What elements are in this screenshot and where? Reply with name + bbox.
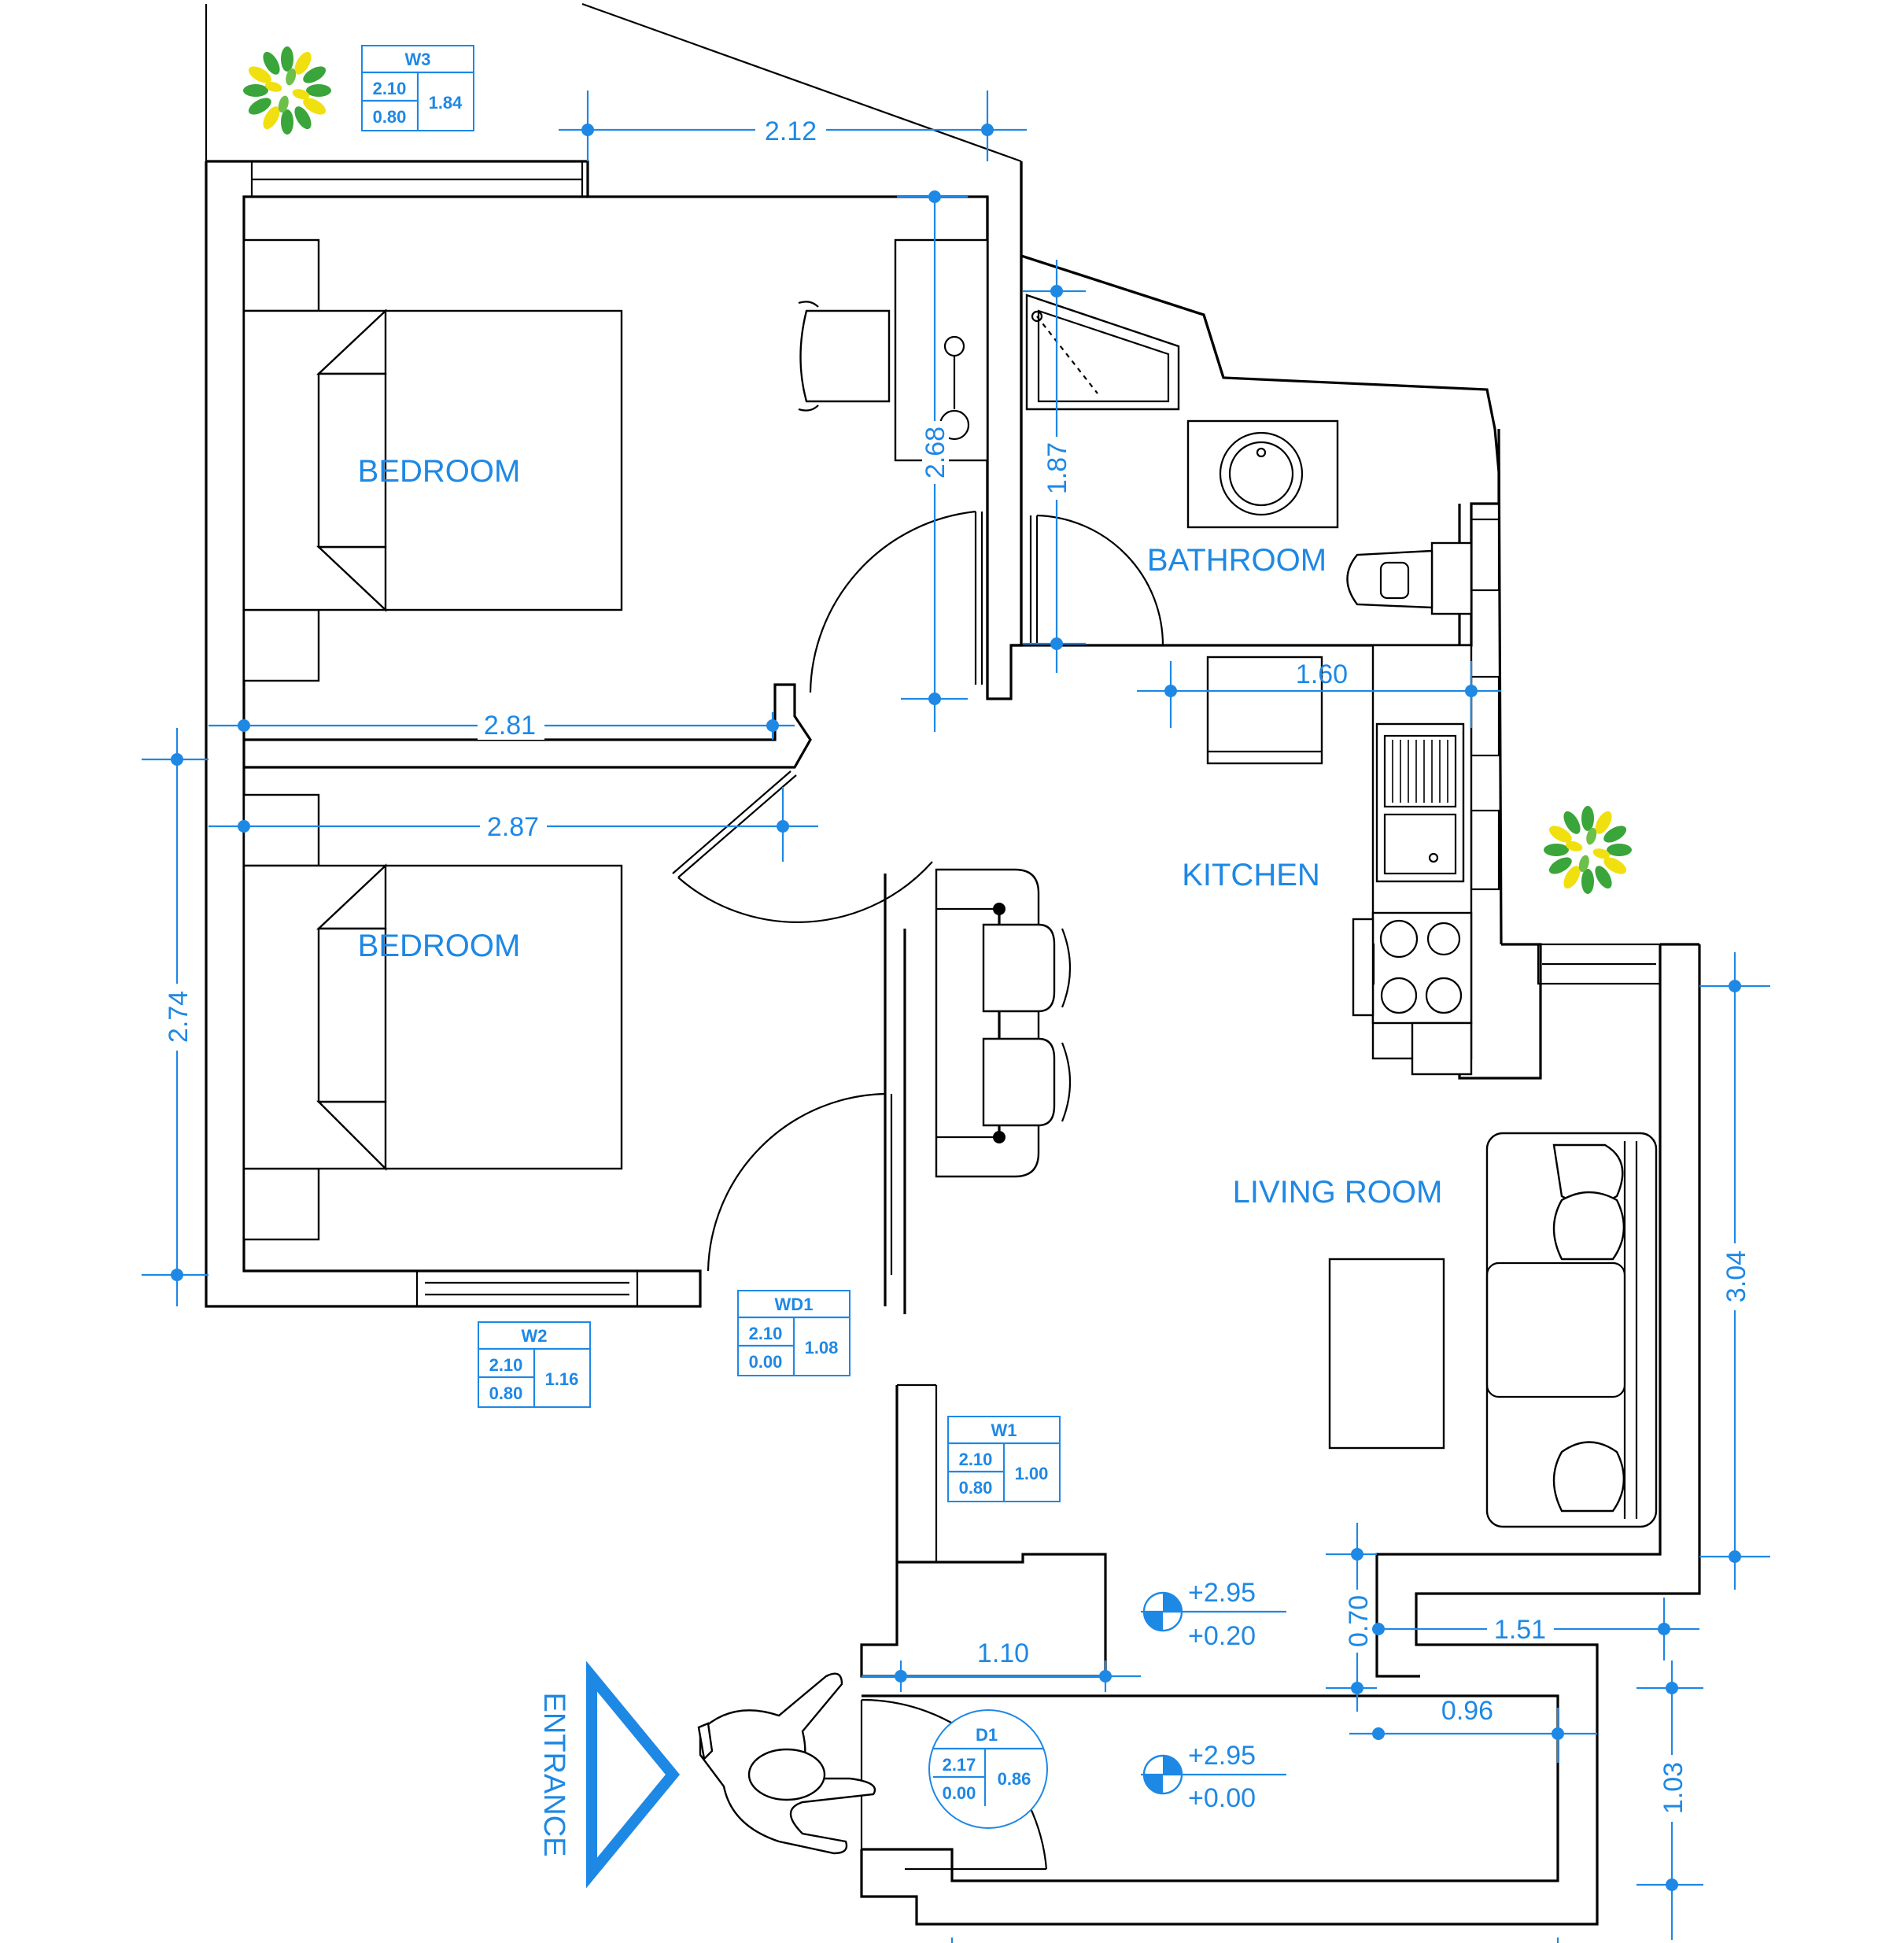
dimension-labels: 2.12 2.68 1.87 1.60 2.81 2.87 2.74 3.04 … (164, 113, 1751, 1822)
tag-d1-sill: 0.00 (943, 1783, 976, 1803)
dim-2-81: 2.81 (484, 711, 536, 741)
room-label-bathroom: BATHROOM (1147, 543, 1327, 578)
dim-1-60: 1.60 (1296, 659, 1348, 689)
plant-icon-right (1544, 806, 1632, 894)
tag-wd1-sill: 0.00 (749, 1352, 783, 1372)
sofa (1485, 1132, 1658, 1528)
dim-1-10: 1.10 (977, 1638, 1029, 1668)
tag-w1-sill: 0.80 (959, 1478, 993, 1498)
bed-1 (242, 238, 623, 682)
dim-2-68: 2.68 (921, 427, 950, 478)
person-figure (697, 1672, 876, 1855)
tag-w3-height: 2.10 (373, 79, 407, 98)
coffee-table (1328, 1258, 1445, 1450)
tag-w2-name: W2 (522, 1326, 548, 1346)
doors (672, 510, 1164, 1871)
terrace-outline (205, 2, 1022, 163)
entrance-label: ENTRANCE (537, 1692, 570, 1856)
tag-w2-width: 1.16 (545, 1369, 579, 1389)
kitchen-side-cabinets (1470, 518, 1500, 891)
tag-wd1-height: 2.10 (749, 1324, 783, 1343)
window-tag-w1: W1 2.10 0.80 1.00 (947, 1416, 1061, 1502)
tag-d1-height: 2.17 (943, 1755, 976, 1775)
dim-0-96: 0.96 (1441, 1696, 1493, 1726)
door-tag-d1: D1 2.17 0.00 0.86 (928, 1709, 1048, 1829)
room-label-bedroom-1: BEDROOM (358, 454, 521, 489)
room-label-living-room: LIVING ROOM (1233, 1175, 1443, 1210)
tag-w3-width: 1.84 (429, 93, 463, 113)
room-labels: BEDROOM BEDROOM BATHROOM KITCHEN LIVING … (358, 454, 1443, 1210)
dim-3-04: 3.04 (1721, 1250, 1751, 1302)
kitchen-counter (1206, 644, 1473, 1076)
shower (1025, 294, 1180, 411)
tag-w1-width: 1.00 (1015, 1464, 1049, 1483)
level-marker-lower: +2.95 +0.00 (1141, 1741, 1286, 1813)
room-label-bedroom-2: BEDROOM (358, 929, 521, 963)
tag-w3-sill: 0.80 (373, 107, 407, 127)
tag-w2-sill: 0.80 (489, 1383, 523, 1403)
bed-2 (242, 793, 623, 1241)
level-upper-top: +2.95 (1188, 1578, 1256, 1608)
window-tag-w2: W2 2.10 0.80 1.16 (478, 1321, 591, 1408)
room-label-kitchen: KITCHEN (1182, 858, 1320, 892)
dim-2-12: 2.12 (765, 116, 817, 146)
bar-counter-with-stools (935, 868, 1072, 1178)
window-tag-w3: W3 2.10 0.80 1.84 (361, 45, 474, 131)
dim-1-03: 1.03 (1659, 1762, 1688, 1814)
dim-1-51: 1.51 (1494, 1615, 1546, 1645)
tag-wd1-name: WD1 (775, 1295, 814, 1314)
tag-w1-name: W1 (991, 1420, 1017, 1440)
entrance-arrow-icon (586, 1660, 681, 1889)
plant-icon-top (243, 46, 331, 135)
washbasin (1186, 419, 1339, 529)
dim-0-70: 0.70 (1344, 1595, 1374, 1647)
tag-w3-name: W3 (405, 50, 431, 69)
toilet (1346, 541, 1473, 615)
tag-wd1-width: 1.08 (805, 1338, 839, 1358)
desk-with-chair (798, 238, 989, 462)
dim-2-87: 2.87 (487, 812, 539, 842)
door-tag-wd1: WD1 2.10 0.00 1.08 (737, 1290, 851, 1376)
tag-w1-height: 2.10 (959, 1450, 993, 1469)
level-lower-bottom: +0.00 (1188, 1783, 1256, 1813)
tag-d1-width: 0.86 (998, 1769, 1031, 1789)
dim-2-74: 2.74 (164, 991, 194, 1043)
bottom-ticks (950, 1937, 1559, 1943)
tag-w2-height: 2.10 (489, 1355, 523, 1375)
dim-1-87: 1.87 (1042, 442, 1072, 494)
level-lower-top: +2.95 (1188, 1741, 1256, 1771)
tag-d1-name: D1 (976, 1725, 998, 1745)
level-upper-bottom: +0.20 (1188, 1621, 1256, 1651)
level-marker-upper: +2.95 +0.20 (1141, 1578, 1286, 1651)
